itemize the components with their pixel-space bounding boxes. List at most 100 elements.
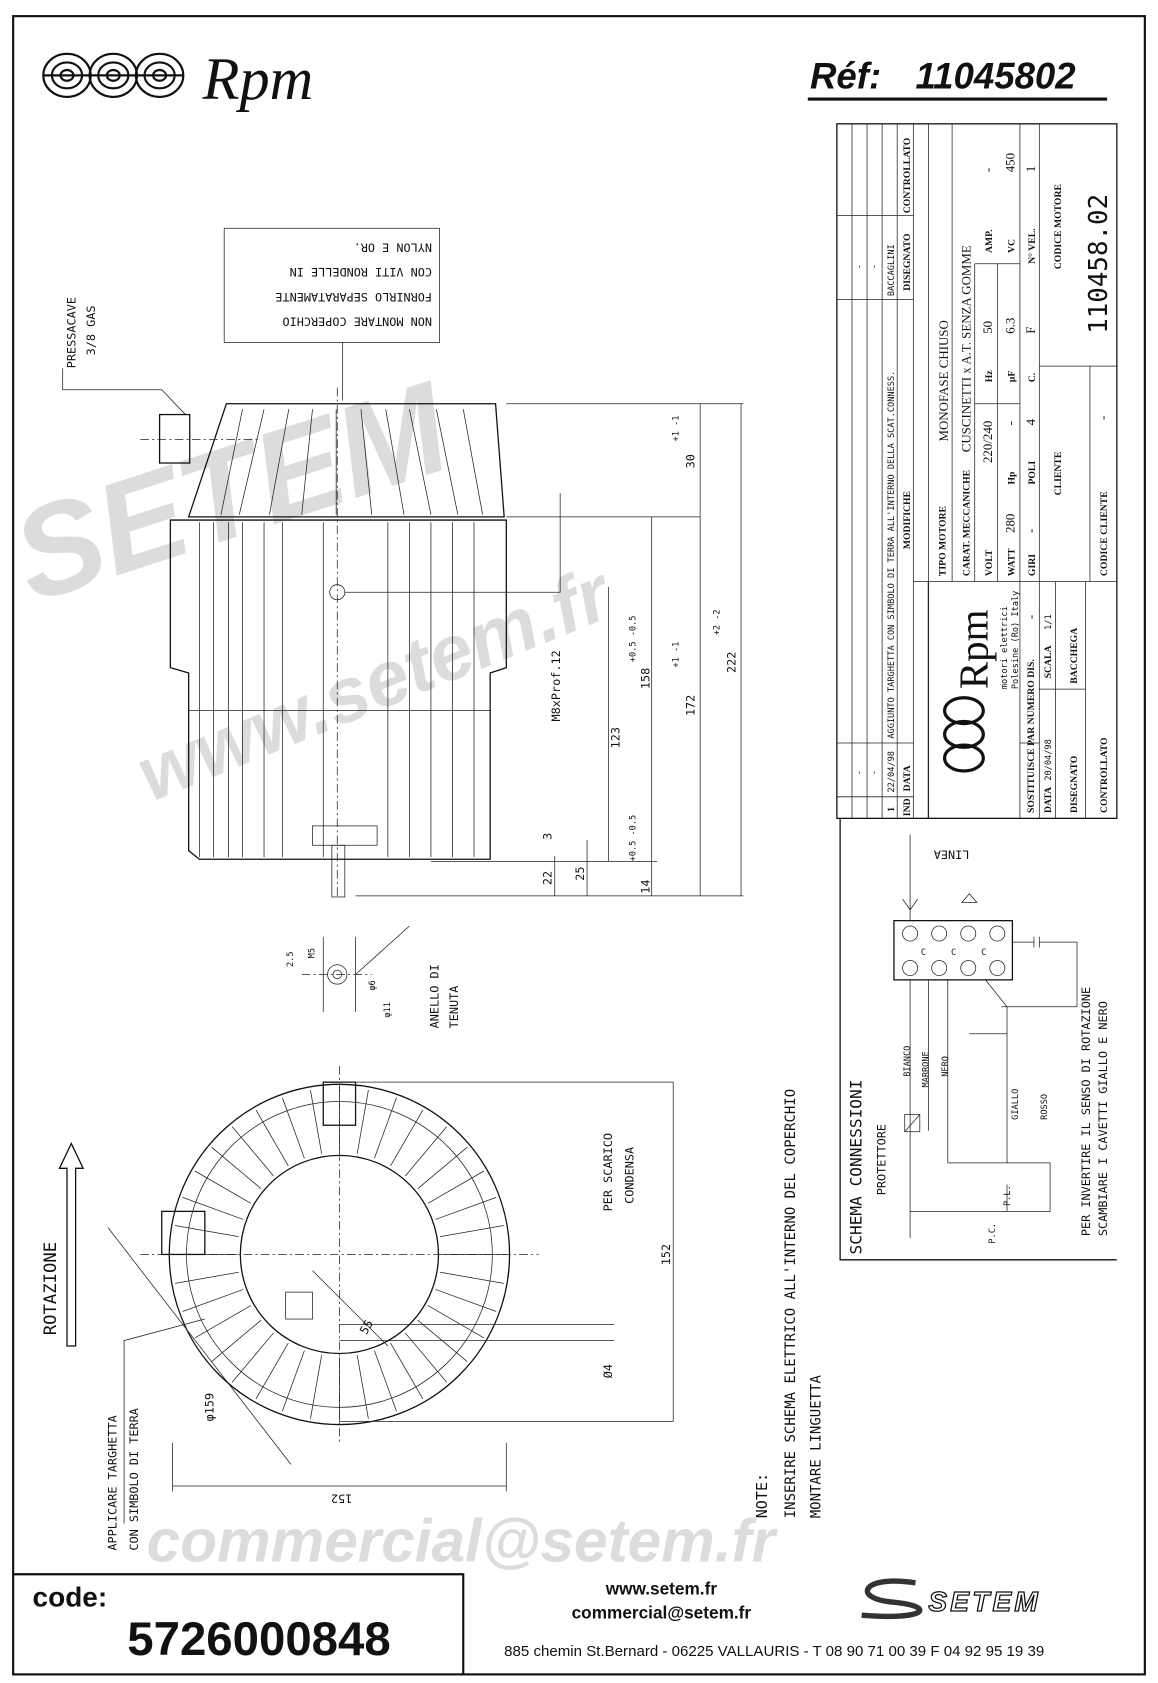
dash: - <box>870 264 880 269</box>
uf-label: µF <box>1007 371 1018 383</box>
cooling-fin <box>435 1197 497 1220</box>
notes: NOTE: INSERIRE SCHEMA ELETTRICO ALL'INTE… <box>753 1089 825 1518</box>
setem-swoosh-icon <box>861 1578 923 1620</box>
vc-label: VC <box>1007 239 1018 253</box>
vc-value: 450 <box>1003 153 1018 172</box>
watermark-email: commercial@setem.fr <box>147 1506 779 1574</box>
ground-label-1: APPLICARE TARGHETTA <box>106 1415 120 1550</box>
coil-icon <box>942 696 985 773</box>
cooling-fin <box>390 1109 424 1167</box>
cooling-fin <box>182 1197 244 1220</box>
cooling-fin <box>404 1126 447 1177</box>
coil-icon <box>42 52 185 98</box>
cooling-fin <box>417 1146 468 1189</box>
cooling-fin <box>427 1305 485 1339</box>
disegnato-label: DISEGNATO <box>1069 755 1080 813</box>
bridge-label: C <box>921 948 926 958</box>
watt-label: WATT <box>1007 548 1018 576</box>
dim-152-vertical: 152 <box>659 1244 673 1265</box>
dim-14: 14 <box>639 879 653 893</box>
reference: Réf: 11045802 <box>807 55 1108 101</box>
mod-ind: 1 <box>886 807 897 812</box>
cooling-fin <box>211 1319 262 1363</box>
note-line: NON MONTARE COPERCHIO <box>282 315 432 329</box>
scala-value: 1/1 <box>1044 614 1054 630</box>
footer: code: 5726000848 www.setem.fr commercial… <box>13 1573 1044 1675</box>
class-value: F <box>1023 327 1038 334</box>
schematic-title: SCHEMA CONNESSIONI <box>847 1080 866 1255</box>
cooling-fin <box>231 1126 274 1177</box>
notes-title: NOTE: <box>753 1473 771 1518</box>
rotation-label: ROTAZIONE <box>41 1242 61 1335</box>
vel-value: 1 <box>1023 166 1038 172</box>
cooling-fin <box>231 1332 274 1383</box>
dim-152-horizontal: 152 <box>331 1492 352 1506</box>
cooling-fin <box>281 1097 305 1159</box>
sostituisce-value: - <box>1023 615 1038 619</box>
dim-phi11: φ11 <box>383 1002 393 1018</box>
dash: - <box>855 770 865 775</box>
mod-header-ind: IND <box>902 798 913 816</box>
data-value: 20/04/98 <box>1044 739 1054 780</box>
cooling-fin <box>427 1170 485 1204</box>
mod-header-controllato: CONTROLLATO <box>902 137 913 213</box>
dim-14-tol: +0.5 -0.5 <box>629 815 639 862</box>
dash: - <box>870 770 880 775</box>
footer-url[interactable]: www.setem.fr <box>605 1579 718 1599</box>
cooling-fin <box>310 1355 323 1419</box>
terminal-screw-icon <box>989 960 1006 976</box>
drain-label-1: PER SCARICO <box>601 1133 615 1211</box>
terminal-screw-icon <box>902 960 919 976</box>
carat-value: CUSCINETTI x A.T. SENZA GOMME <box>958 245 973 452</box>
codice-cliente-label: CODICE CLIENTE <box>1099 491 1110 576</box>
bridge-label: C <box>951 948 956 958</box>
footer-email[interactable]: commercial@setem.fr <box>572 1602 752 1622</box>
cliente-label: CLIENTE <box>1053 452 1064 496</box>
codice-cliente-value: - <box>1095 416 1110 420</box>
reverse-instruction-2: SCAMBIARE I CAVETTI GIALLO E NERO <box>1096 1001 1110 1236</box>
ref-value: 11045802 <box>915 55 1075 96</box>
note-line: NYLON E OR. <box>354 240 432 254</box>
scala-label: SCALA <box>1043 646 1054 679</box>
wire-nero: NERO <box>941 1056 951 1077</box>
data-label: DATA <box>1043 787 1054 813</box>
poli-value: 4 <box>1023 418 1038 425</box>
codice-motore-label: CODICE MOTORE <box>1053 184 1064 269</box>
terminal-screw-icon <box>902 925 919 942</box>
dim-172: 172 <box>684 695 698 716</box>
code-value: 5726000848 <box>127 1613 390 1666</box>
volt-value: 220/240 <box>980 421 995 463</box>
dim-172-tol: +1 -1 <box>672 642 682 668</box>
dim-phi6: φ6 <box>368 980 378 990</box>
code-label: code: <box>33 1582 108 1613</box>
mod-header-data: DATA <box>902 765 913 791</box>
vel-label: N° VEL. <box>1027 228 1038 263</box>
dim-25: 25 <box>573 867 587 881</box>
poli-label: POLI <box>1027 461 1038 485</box>
dim-159: φ159 <box>202 1393 216 1422</box>
pressacave-label: PRESSACAVE <box>65 297 79 368</box>
terminal-block: C C C <box>893 919 1014 981</box>
wire-giallo: GIALLO <box>1011 1089 1021 1120</box>
hz-value: 50 <box>980 321 995 334</box>
notes-line-2: MONTARE LINGUETTA <box>809 1375 825 1519</box>
mod-text: AGGIUNTO TARGHETTA CON SIMBOLO DI TERRA … <box>887 371 897 739</box>
pc-label: P.C. <box>988 1223 998 1244</box>
mod-by: BACCAGLINI <box>887 244 897 296</box>
class-label: C. <box>1027 373 1038 382</box>
shaft-detail: 2.5 M5 φ6 φ11 ANELLO DI TENUTA <box>286 925 461 1028</box>
hp-value: - <box>1003 421 1018 425</box>
pressacave-size: 3/8 GAS <box>84 305 98 355</box>
controllato-label: CONTROLLATO <box>1099 737 1110 813</box>
wire-bianco: BIANCO <box>903 1046 913 1077</box>
dim-4: Ø4 <box>601 1364 615 1378</box>
terminal-screw-icon <box>931 925 948 942</box>
title-block: IND DATA MODIFICHE DISEGNATO CONTROLLATO… <box>836 123 1118 819</box>
dim-2-5: 2.5 <box>286 951 296 967</box>
codice-motore-value: 110458.02 <box>1084 194 1114 334</box>
mod-date: 22/04/98 <box>887 751 897 792</box>
note-line: FORNIRLO SEPARATAMENTE <box>275 290 432 304</box>
ground-label-2: CON SIMBOLO DI TERRA <box>127 1408 141 1550</box>
drain-label-2: CONDENSA <box>622 1147 636 1204</box>
logo-text: Rpm <box>202 46 314 113</box>
